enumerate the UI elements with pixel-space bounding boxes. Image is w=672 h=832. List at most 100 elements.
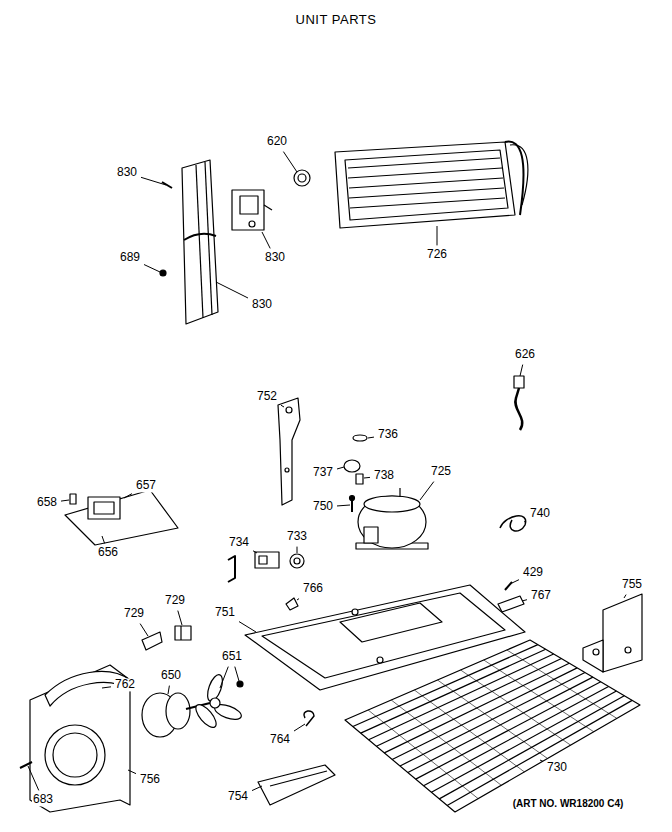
leader-line — [524, 521, 526, 523]
screw-part — [505, 582, 512, 590]
leader-line — [253, 551, 257, 553]
fan-shroud-part — [53, 733, 97, 777]
leader-line — [512, 580, 519, 583]
callout-number: 683 — [32, 793, 54, 806]
callout-number: 658 — [36, 496, 58, 509]
leader-line — [168, 686, 169, 694]
bracket-part — [625, 647, 631, 653]
base-pan-part — [262, 593, 505, 678]
callout-number: 752 — [256, 390, 278, 403]
grommet-part — [350, 496, 355, 501]
leader-line — [144, 265, 160, 272]
leader-line — [239, 622, 256, 632]
leader-line — [337, 467, 344, 469]
fan-blade-part — [192, 673, 243, 731]
callout-number: 762 — [114, 678, 136, 691]
evaporator-coil-part — [507, 650, 617, 718]
grommet-part — [353, 435, 367, 441]
relay-part — [249, 221, 255, 227]
strap-part — [498, 596, 524, 612]
callout-number: 830 — [264, 251, 286, 264]
leader-line — [520, 365, 523, 376]
condenser-part — [345, 150, 508, 220]
bracket-part — [285, 468, 289, 472]
relay-part — [259, 556, 267, 564]
fan-motor-part — [166, 693, 190, 729]
plate-part — [88, 497, 120, 519]
cover-part — [270, 771, 327, 786]
clip-part — [175, 626, 191, 640]
condenser-part — [349, 188, 504, 198]
compressor-part — [356, 488, 428, 549]
clip-part — [500, 516, 526, 531]
callout-number: 656 — [97, 546, 119, 559]
condenser-part — [350, 198, 505, 208]
strap-part — [498, 596, 524, 612]
clip-part — [304, 711, 314, 726]
screw-part — [162, 182, 172, 188]
condenser-part — [510, 145, 528, 205]
callout-number: 734 — [228, 536, 250, 549]
callout-number: 738 — [373, 469, 395, 482]
callout-number: 764 — [269, 733, 291, 746]
leader-line — [178, 611, 182, 625]
grommet-part — [344, 460, 360, 472]
callout-number: 755 — [621, 578, 643, 591]
relay-part — [228, 556, 235, 582]
leader-line — [235, 667, 239, 681]
callout-number: 626 — [514, 348, 536, 361]
condenser-part — [335, 142, 515, 228]
bracket-part — [593, 649, 599, 655]
leader-line — [283, 152, 297, 172]
fan-blade-part — [210, 698, 220, 708]
clip-part — [500, 516, 526, 531]
evaporator-coil-part — [345, 640, 640, 812]
evaporator-coil-part — [392, 668, 577, 760]
callout-number: 650 — [160, 669, 182, 682]
base-pan-part — [352, 609, 358, 615]
callout-number: 657 — [135, 479, 157, 492]
power-cord-part — [514, 376, 524, 430]
leader-line — [124, 494, 132, 498]
channel-part — [184, 234, 216, 240]
evaporator-coil-part — [461, 670, 571, 745]
callout-number: 736 — [377, 428, 399, 441]
base-pan-part — [377, 657, 383, 663]
leader-line — [28, 766, 39, 790]
leader-line — [294, 724, 305, 731]
leader-line — [420, 482, 434, 500]
leader-line — [297, 547, 298, 553]
callout-number: 740 — [529, 507, 551, 520]
condenser-part — [335, 142, 528, 228]
grommet-part — [344, 435, 367, 512]
clip-part — [286, 598, 298, 610]
overload-part — [290, 554, 304, 568]
clip-part — [286, 598, 298, 610]
condenser-part — [348, 168, 502, 178]
bracket-part — [603, 594, 642, 672]
clip-part — [142, 632, 162, 650]
channel-part — [196, 165, 203, 318]
relay-part — [240, 196, 258, 214]
callout-number: 729 — [164, 594, 186, 607]
plate-part — [65, 490, 178, 545]
compressor-part — [399, 488, 400, 497]
clip-part — [304, 711, 314, 726]
callout-number: 429 — [522, 566, 544, 579]
leader-line — [61, 500, 69, 501]
diagram-title: UNIT PARTS — [296, 13, 377, 27]
art-number-caption: (ART NO. WR18200 C4) — [513, 798, 624, 809]
bracket-part — [278, 398, 300, 505]
plate-part — [65, 490, 178, 545]
relay-part — [232, 190, 264, 230]
screw-part — [160, 270, 166, 276]
evaporator-coil-part — [484, 660, 594, 732]
callout-number: 689 — [119, 251, 141, 264]
callout-number: 651 — [221, 650, 243, 663]
power-cord-part — [515, 388, 522, 430]
callout-number: 756 — [139, 773, 161, 786]
leader-line — [102, 536, 105, 543]
condenser-part — [505, 142, 524, 215]
